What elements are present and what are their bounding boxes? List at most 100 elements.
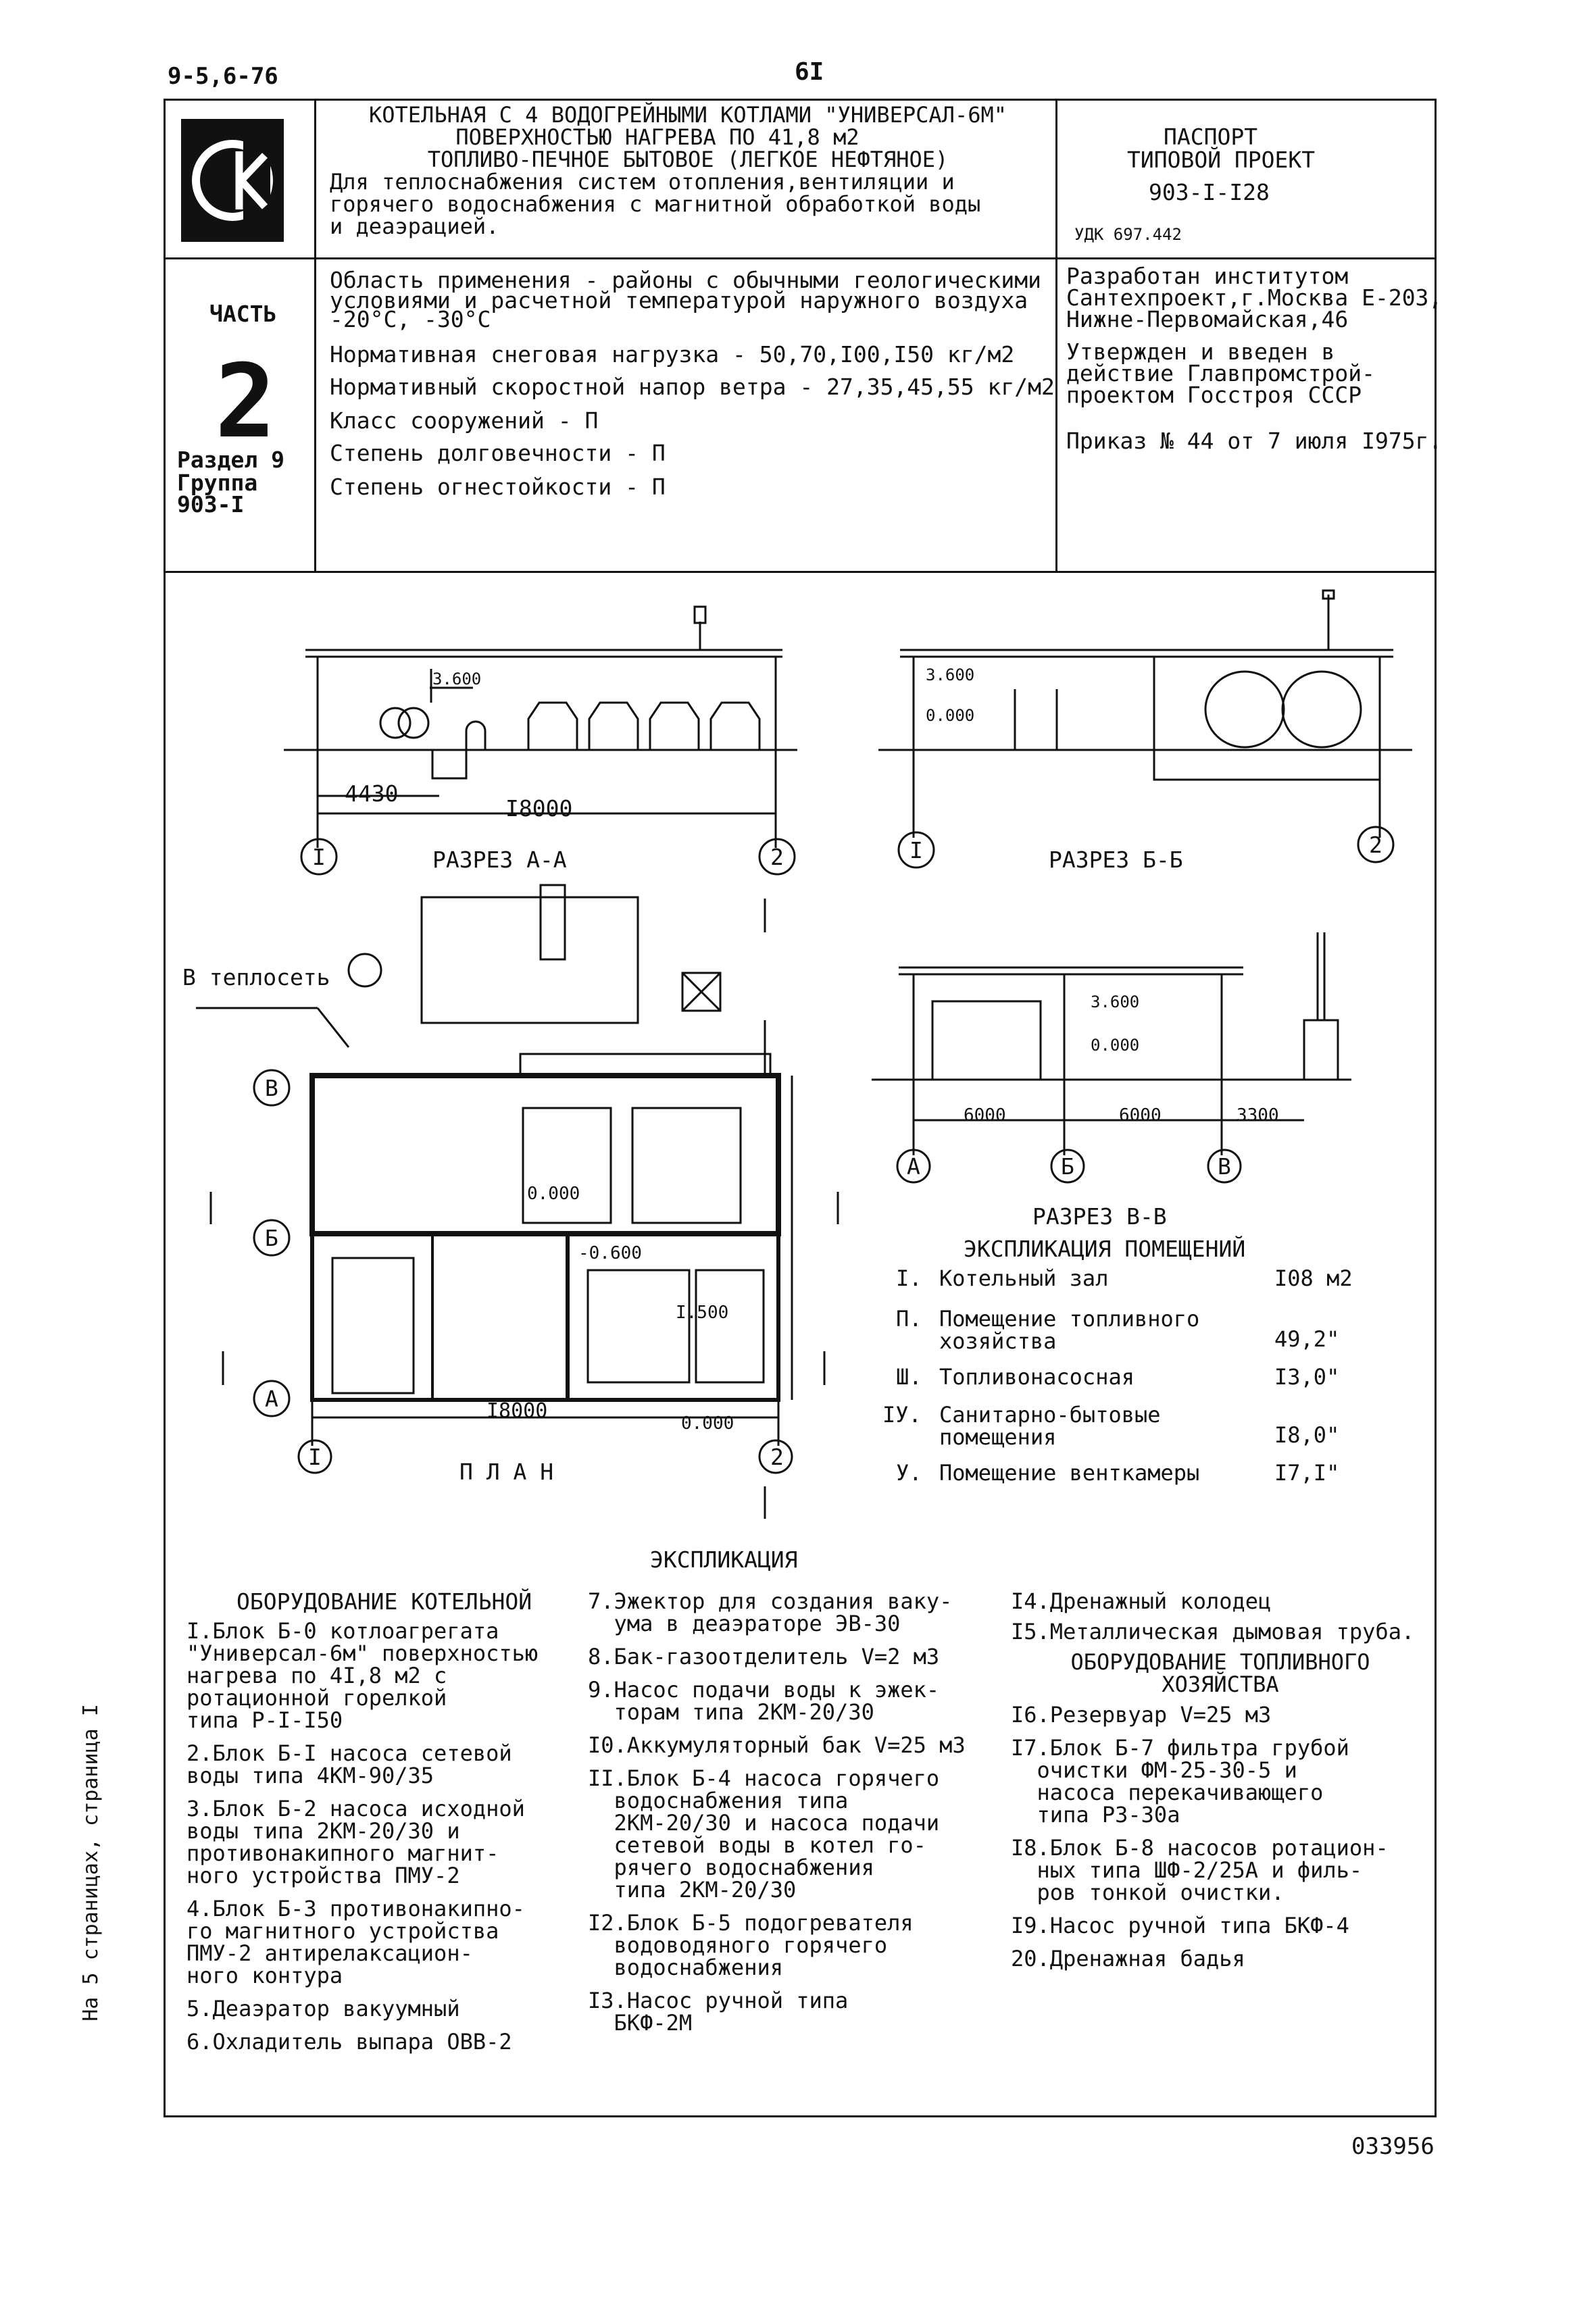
equipment-item: I2.Блок Б-5 подогревателя водоводяного г… [588,1910,914,1980]
plan-title: П Л А Н [459,1459,554,1485]
equipment-item: 7.Эжектор для создания ваку- ума в деаэр… [588,1588,953,1636]
room-row: Ш. Топливонасосная I3,0" [896,1366,1410,1404]
section-vv-title: РАЗРЕЗ В-В [1032,1203,1167,1230]
param-line: Степень огнестойкости - П [330,474,666,500]
section-vv-drawing [872,932,1351,1184]
room-row: IУ. Санитарно-бытовые помещения I8,0" [882,1402,1410,1462]
developer-line: Утвержден и введен в [1066,338,1335,365]
room-num: Ш. [896,1364,922,1390]
axis-label: Б [1061,1153,1074,1180]
title-line: КОТЕЛЬНАЯ С 4 ВОДОГРЕЙНЫМИ КОТЛАМИ "УНИВ… [368,102,1007,128]
equipment-item: I0.Аккумуляторный бак V=25 м3 [588,1732,966,1758]
param-line: Класс сооружений - П [330,407,599,434]
room-area: I7,I" [1274,1460,1340,1486]
group-code: 903-I [177,491,245,518]
equipment-item: I7.Блок Б-7 фильтра грубой очистки ФМ-25… [1011,1735,1349,1828]
equipment-item: 2.Блок Б-I насоса сетевой воды типа 4КМ-… [186,1740,512,1788]
room-area: I8,0" [1274,1422,1340,1448]
passport-type: ТИПОВОЙ ПРОЕКТ [1127,147,1316,173]
developer-line: Приказ № 44 от 7 июля I975г. [1066,428,1443,454]
dim-4430: 4430 [345,780,399,807]
equipment-item: 20.Дренажная бадья [1011,1946,1245,1971]
axis-label: А [265,1386,278,1412]
part-label: ЧАСТЬ [209,301,277,327]
heat-network-label: В теплосеть [182,964,330,990]
explication-title: ЭКСПЛИКАЦИЯ [650,1546,798,1573]
section-aa-title: РАЗРЕЗ А-А [432,847,567,873]
dim-0000-plan: 0.000 [527,1184,580,1204]
developer-line: проектом Госстроя СССР [1066,382,1362,408]
dim-3600-vv: 3.600 [1091,992,1140,1011]
logo [181,119,284,242]
section-bb-drawing [878,589,1412,869]
title-line: ПОВЕРХНОСТЬЮ НАГРЕВА ПО 41,8 м2 [455,124,859,150]
divider [1055,99,1057,572]
footer-id: 033956 [1351,2133,1435,2160]
divider [164,571,1437,573]
passport-label: ПАСПОРТ [1164,124,1258,150]
room-num: IУ. [882,1402,922,1428]
title-line: горячего водоснабжения с магнитной обраб… [330,191,981,217]
axis-label: 2 [770,1444,784,1470]
axis-label: I [308,1444,322,1470]
room-name: Котельный зал [939,1265,1109,1291]
param-line: Нормативный скоростной напор ветра - 27,… [330,374,1055,400]
room-name: Помещение топливного хозяйства [939,1306,1200,1354]
room-row: I. Котельный зал I08 м2 [896,1267,1410,1308]
axis-label: Б [265,1225,278,1251]
equipment-col1: I.Блок Б-0 котлоагрегата "Универсал-6м" … [186,1620,585,2053]
param-line: условиями и расчетной температурой наруж… [330,287,1028,313]
dim-0000-bb: 0.000 [926,706,975,725]
axis-label: 2 [770,844,784,870]
equipment-item: 6.Охладитель выпара ОВВ-2 [186,2029,512,2055]
equipment-item: I3.Насос ручной типа БКФ-2М [588,1988,849,2036]
developer-line: Разработан институтом [1066,263,1349,289]
col1-title: ОБОРУДОВАНИЕ КОТЕЛЬНОЙ [236,1588,532,1615]
divider [164,257,1437,259]
section-label: Раздел 9 [177,447,284,473]
equipment-item: 3.Блок Б-2 насоса исходной воды типа 2КМ… [186,1796,525,1888]
room-num: I. [896,1265,922,1291]
room-area: I08 м2 [1274,1265,1353,1291]
equipment-item: I8.Блок Б-8 насосов ротацион- ных типа Ш… [1011,1835,1389,1905]
dim-18000-plan: I8000 [487,1399,548,1423]
dim-6000-a: 6000 [964,1105,1006,1126]
col3-title: ОБОРУДОВАНИЕ ТОПЛИВНОГО ХОЗЯЙСТВА [1070,1649,1370,1697]
room-name: Топливонасосная [939,1364,1134,1390]
equipment-item: I9.Насос ручной типа БКФ-4 [1011,1913,1349,1938]
equipment-item: I6.Резервуар V=25 м3 [1011,1702,1272,1728]
room-num: У. [896,1460,922,1486]
room-row: У. Помещение венткамеры I7,I" [896,1462,1410,1496]
section-bb-title: РАЗРЕЗ Б-Б [1049,847,1183,873]
title-line: и деаэрацией. [330,213,499,239]
axis-label: В [265,1075,278,1101]
dim-0000-plan2: 0.000 [681,1413,734,1434]
dim-6000-b: 6000 [1119,1105,1162,1126]
project-number: 903-I-I28 [1149,179,1270,205]
dim-1500: I.500 [676,1303,729,1323]
axis-label: В [1218,1153,1231,1180]
developer-line: Нижне-Первомайская,46 [1066,306,1349,332]
param-line: Область применения - районы с обычными г… [330,267,1041,293]
part-number: 2 [215,343,276,461]
title-line: Для теплоснабжения систем отопления,вент… [330,169,955,195]
equipment-item: 8.Бак-газоотделитель V=2 м3 [588,1644,940,1669]
title-line: ТОПЛИВО-ПЕЧНОЕ БЫТОВОЕ (ЛЕГКОЕ НЕФТЯНОЕ) [427,147,949,172]
equipment-item: I4.Дренажный колодец [1011,1588,1272,1614]
dim-0000-vv: 0.000 [1091,1036,1140,1055]
room-row: П. Помещение топливного хозяйства 49,2" [896,1308,1410,1366]
logo-icon [192,139,273,222]
room-name: Санитарно-бытовые помещения [939,1402,1161,1450]
rooms-title: ЭКСПЛИКАЦИЯ ПОМЕЩЕНИЙ [964,1236,1246,1262]
room-name: Помещение венткамеры [939,1460,1200,1486]
drawing-sheet [196,589,1412,1519]
axis-label: I [312,844,326,870]
equipment-item: I5.Металлическая дымовая труба. [1011,1619,1415,1644]
equipment-col2: 7.Эжектор для создания ваку- ума в деаэр… [588,1590,1007,2034]
dim-18000: I8000 [505,795,573,822]
developer-line: Сантехпроект,г.Москва Е-203, [1066,284,1443,311]
section-aa-drawing [284,605,797,876]
udk: УДК 697.442 [1074,225,1182,244]
page-number: 6I [795,58,824,86]
equipment-item: 4.Блок Б-3 противонакипно- го магнитного… [186,1896,525,1988]
